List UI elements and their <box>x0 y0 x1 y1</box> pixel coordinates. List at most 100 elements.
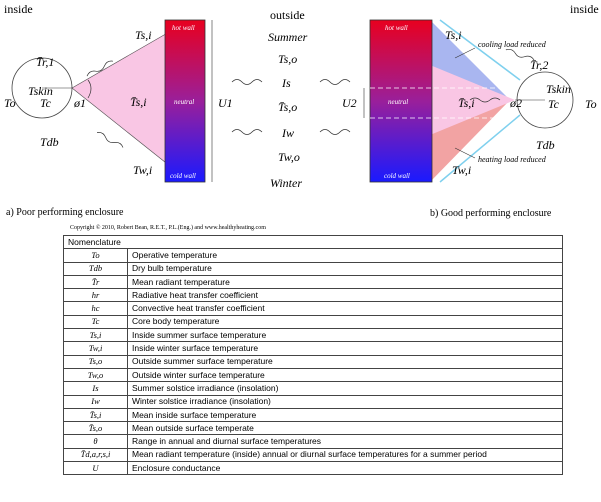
table-cell-symbol: Tdb <box>63 261 128 276</box>
table-cell-description: Winter solstice irradiance (insolation) <box>127 394 563 409</box>
wave-arrow-left-bottom <box>96 132 124 148</box>
note-heating: heating load reduced <box>478 155 546 164</box>
label-tc-left: Tc <box>40 96 51 110</box>
label-tsi-bar-right: T̄s,i <box>458 96 475 110</box>
table-cell-description: Mean radiant temperature (inside) annual… <box>127 447 563 463</box>
table-cell-symbol: U <box>63 461 128 476</box>
table-cell-description: Mean radiant temperature <box>127 274 563 290</box>
table-cell-symbol: Tw,o <box>63 367 128 383</box>
note-cooling: cooling load reduced <box>478 40 546 49</box>
cold-wall-label-right: cold wall <box>384 172 410 180</box>
table-cell-description: Convective heat transfer coefficient <box>127 301 563 316</box>
table-cell-symbol: T̄r <box>63 274 128 290</box>
table-cell-description: Operative temperature <box>127 248 563 263</box>
wave-is <box>231 79 263 85</box>
hot-wall-label-left: hot wall <box>172 24 195 32</box>
label-iw: Iw <box>282 126 294 140</box>
label-phi1: ø1 <box>74 96 86 110</box>
label-outside: outside <box>270 8 305 22</box>
label-tso-bar: T̄s,o <box>278 100 298 114</box>
table-cell-symbol: hr <box>63 288 128 303</box>
caption-right: b) Good performing enclosure <box>430 208 552 219</box>
enclosure-diagram <box>11 19 574 183</box>
label-winter: Winter <box>270 176 302 190</box>
table-cell-description: Radiative heat transfer coefficient <box>127 288 563 303</box>
label-tskin-left: Tskin <box>28 84 53 98</box>
neutral-label-right: neutral <box>388 98 409 106</box>
label-summer: Summer <box>268 30 308 44</box>
label-to-left: To <box>4 96 16 110</box>
label-tdb-left: Tdb <box>40 135 59 149</box>
wave-arrow-left-top <box>86 60 114 77</box>
label-is: Is <box>282 76 291 90</box>
neutral-label-left: neutral <box>174 98 195 106</box>
label-u1: U1 <box>218 96 233 110</box>
copyright: Copyright © 2010, Robert Bean, R.E.T., P… <box>70 225 266 231</box>
angle-arc-left <box>87 79 92 99</box>
radiant-fan-right <box>430 65 515 135</box>
label-tskin-right: Tskin <box>546 82 571 96</box>
table-cell-symbol: Iw <box>63 394 128 409</box>
label-to-right: To <box>585 97 597 111</box>
table-cell-symbol: T̄s,i <box>63 407 128 423</box>
table-cell-symbol: θ <box>63 434 128 449</box>
table-header-row: Nomenclature <box>63 234 563 250</box>
table-cell-symbol: T̄d,a,r,s,i <box>63 447 128 463</box>
table-cell-symbol: Ts,i <box>63 328 128 343</box>
label-tsi-left: Ts,i <box>135 28 152 42</box>
label-phi2: ø2 <box>510 96 522 110</box>
table-cell-symbol: Tc <box>63 314 128 330</box>
table-header: Nomenclature <box>63 234 563 250</box>
label-two: Tw,o <box>278 150 300 164</box>
table-cell-symbol: Ts,o <box>63 354 128 369</box>
hot-wall-label-right: hot wall <box>385 24 408 32</box>
table-cell-description: Enclosure conductance <box>127 461 563 476</box>
table-cell-description: Inside winter surface temperature <box>127 341 563 356</box>
label-tsi-bar-left: T̄s,i <box>130 95 147 109</box>
table-cell-description: Outside winter surface temperature <box>127 367 563 383</box>
table-cell-description: Mean outside surface temperate <box>127 421 563 436</box>
table-cell-description: Summer solstice irradiance (insolation) <box>127 381 563 396</box>
table-cell-symbol: T̄s,o <box>63 421 128 436</box>
label-tr1: T̄r,1 <box>36 55 55 69</box>
table-cell-symbol: Is <box>63 381 128 396</box>
table-cell-symbol: To <box>63 248 128 263</box>
label-tc-right: Tc <box>548 97 559 111</box>
wall-left <box>164 19 206 183</box>
label-twi-right: Tw,i <box>452 163 472 177</box>
label-tr2: T̄r,2 <box>530 58 549 72</box>
table-cell-description: Mean inside surface temperature <box>127 407 563 423</box>
wave-arrow-right-bottom <box>469 97 501 103</box>
label-twi-left: Tw,i <box>133 163 153 177</box>
label-u2: U2 <box>342 96 357 110</box>
table-cell-description: Dry bulb temperature <box>127 261 563 276</box>
cold-wall-label-left: cold wall <box>170 172 196 180</box>
label-inside-left: inside <box>4 2 33 16</box>
wave-arrow-right-top <box>505 48 535 61</box>
label-inside-right: inside <box>570 2 599 16</box>
table-cell-symbol: hc <box>63 301 128 316</box>
label-tso: Ts,o <box>278 52 298 66</box>
table-cell-description: Range in annual and diurnal surface temp… <box>127 434 563 449</box>
table-cell-description: Outside summer surface temperature <box>127 354 563 369</box>
wave-iw <box>231 129 263 135</box>
label-tdb-right: Tdb <box>536 138 555 152</box>
table-cell-symbol: Tw,i <box>63 341 128 356</box>
table-cell-description: Core body temperature <box>127 314 563 330</box>
